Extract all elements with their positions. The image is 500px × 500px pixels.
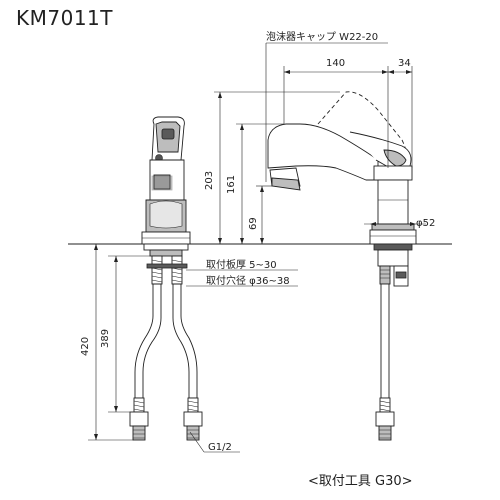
hole-diameter-label: 取付穴径 φ36~38 [206,274,290,287]
thread-annotation: G1/2 [189,431,240,453]
mounting-assembly-left [129,243,203,441]
horizontal-dimensions: 140 34 [283,58,413,168]
dim-203: 203 [204,171,215,190]
base-diameter-label: φ52 [416,218,435,229]
dim-69: 69 [248,217,259,230]
thread-label: G1/2 [208,442,232,453]
base-diameter-annotation: φ52 [364,218,435,229]
mounting-notes: 取付板厚 5~30 取付穴径 φ36~38 [186,258,298,287]
faucet-front-view [267,91,417,245]
plate-thickness-label: 取付板厚 5~30 [206,258,277,271]
aerator-label: 泡沫器キャップ W22-20 [266,30,378,43]
vertical-dimensions-front: 203 161 69 [204,91,340,244]
vertical-dimensions-left: 420 389 [80,244,150,441]
dim-34: 34 [398,58,411,69]
dim-420: 420 [80,337,91,356]
mounting-assembly-right [373,243,413,441]
model-title: KM7011T [16,6,113,30]
faucet-side-view [141,116,191,245]
tool-note: <取付工具 G30> [308,474,413,489]
dim-161: 161 [226,175,237,194]
dim-389: 389 [100,329,111,348]
dim-140: 140 [326,58,345,69]
aerator-annotation: 泡沫器キャップ W22-20 [265,30,388,182]
